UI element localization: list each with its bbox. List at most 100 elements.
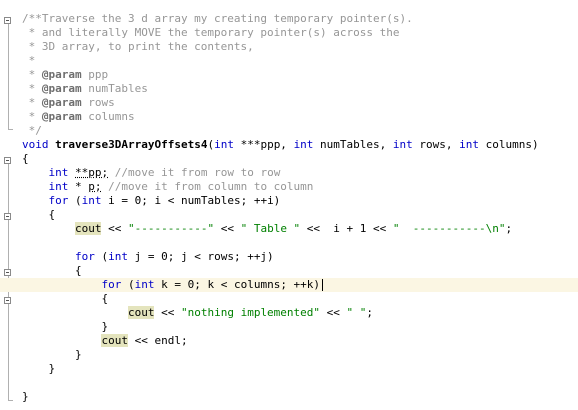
param-tag: @param bbox=[41, 110, 82, 123]
fold-toggle-for-k[interactable] bbox=[4, 297, 11, 304]
indent bbox=[22, 334, 101, 347]
indent bbox=[22, 250, 75, 263]
brace: { bbox=[22, 152, 29, 165]
brace: } bbox=[74, 348, 82, 361]
indent bbox=[22, 222, 75, 235]
code-line[interactable]: * bbox=[22, 54, 36, 68]
brace: } bbox=[48, 362, 56, 375]
indent bbox=[22, 166, 49, 179]
doc-star: * bbox=[22, 82, 42, 95]
keyword: for bbox=[74, 250, 95, 263]
code-line[interactable]: * 3D array, to print the contents, bbox=[22, 40, 254, 54]
loop-header: j = 0; j < rows; ++j) bbox=[127, 250, 274, 263]
fold-toggle-for-i[interactable] bbox=[4, 213, 11, 220]
keyword: int bbox=[48, 166, 69, 179]
function-name: traverse3DArrayOffsets4 bbox=[55, 138, 208, 151]
fold-end bbox=[8, 129, 13, 130]
keyword: int bbox=[293, 138, 314, 151]
param: numTables, bbox=[313, 138, 393, 151]
identifier-cout: cout bbox=[101, 334, 128, 347]
keyword: int bbox=[81, 194, 102, 207]
code-line[interactable]: cout << "-----------" << " Table " << i … bbox=[22, 222, 512, 236]
keyword: int bbox=[459, 138, 480, 151]
punct: * bbox=[75, 180, 89, 193]
indent bbox=[22, 278, 101, 291]
operator: << bbox=[320, 306, 347, 319]
code-line[interactable]: cout << endl; bbox=[22, 334, 188, 348]
indent bbox=[22, 320, 101, 333]
code-line[interactable]: * @param ppp bbox=[22, 68, 109, 82]
code-line[interactable]: { bbox=[22, 152, 29, 166]
param: columns) bbox=[479, 138, 539, 151]
code-line[interactable]: for (int i = 0; i < numTables; ++i) bbox=[22, 194, 281, 208]
code-line[interactable]: cout << "nothing implemented" << " "; bbox=[22, 306, 373, 320]
doc-comment: /**Traverse the 3 d array my creating te… bbox=[22, 12, 413, 25]
param: rows, bbox=[412, 138, 460, 151]
expression: i + 1 << bbox=[326, 222, 393, 235]
string-literal: " Table " bbox=[240, 222, 301, 235]
indent bbox=[22, 348, 75, 361]
code-line[interactable]: { bbox=[22, 292, 108, 306]
operator: << bbox=[300, 222, 327, 235]
param-tag: @param bbox=[41, 82, 82, 95]
doc-comment: * 3D array, to print the contents, bbox=[22, 40, 254, 53]
code-line[interactable]: void traverse3DArrayOffsets4(int ***ppp,… bbox=[22, 138, 539, 152]
indent bbox=[22, 208, 49, 221]
doc-star: * bbox=[22, 110, 42, 123]
brace: { bbox=[48, 208, 56, 221]
code-line[interactable]: } bbox=[22, 390, 29, 404]
doc-star: * bbox=[22, 96, 42, 109]
loop-header: k = 0; k < columns; ++k) bbox=[154, 278, 321, 291]
code-line[interactable]: * @param rows bbox=[22, 96, 115, 110]
doc-comment: * bbox=[22, 54, 36, 67]
param-tag: @param bbox=[41, 68, 82, 81]
current-line[interactable]: for (int k = 0; k < columns; ++k) bbox=[0, 278, 578, 292]
keyword: for bbox=[48, 194, 69, 207]
code-line[interactable]: int * p; //move it from column to column bbox=[22, 180, 314, 194]
string-literal: " " bbox=[346, 306, 367, 319]
keyword: int bbox=[108, 250, 128, 263]
code-line[interactable]: } bbox=[22, 348, 82, 362]
code-line[interactable]: */ bbox=[22, 124, 42, 138]
fold-toggle-comment[interactable] bbox=[4, 17, 11, 24]
code-line[interactable]: * and literally MOVE the temporary point… bbox=[22, 26, 400, 40]
punct: ; bbox=[366, 306, 374, 319]
indent bbox=[22, 194, 49, 207]
code-line[interactable]: { bbox=[22, 264, 82, 278]
fold-toggle-function[interactable] bbox=[4, 157, 11, 164]
code-line[interactable]: for (int j = 0; j < rows; ++j) bbox=[22, 250, 274, 264]
code-line[interactable]: /**Traverse the 3 d array my creating te… bbox=[22, 12, 413, 26]
operator: << bbox=[214, 222, 241, 235]
variable: **pp; bbox=[75, 166, 109, 179]
fold-toggle-for-j[interactable] bbox=[4, 269, 11, 276]
code-line[interactable]: int **pp; //move it from row to row bbox=[22, 166, 281, 180]
string-literal: " -----------\n" bbox=[392, 222, 506, 235]
string-literal: "nothing implemented" bbox=[180, 306, 321, 319]
doc-comment: * and literally MOVE the temporary point… bbox=[22, 26, 400, 39]
identifier-cout: cout bbox=[74, 222, 102, 235]
keyword: int bbox=[134, 278, 155, 291]
keyword: int bbox=[392, 138, 413, 151]
code-line[interactable]: * @param numTables bbox=[22, 82, 148, 96]
code-line[interactable]: * @param columns bbox=[22, 110, 135, 124]
punct: ( bbox=[94, 250, 109, 263]
operator: << bbox=[154, 306, 181, 319]
code-line[interactable]: { bbox=[22, 208, 56, 222]
string-literal: "-----------" bbox=[127, 222, 215, 235]
keyword: void bbox=[22, 138, 49, 151]
loop-header: i = 0; i < numTables; ++i) bbox=[101, 194, 281, 207]
keyword: int bbox=[214, 138, 234, 151]
brace: } bbox=[101, 320, 109, 333]
expression: << endl; bbox=[127, 334, 188, 347]
operator: << bbox=[101, 222, 128, 235]
punct: ( bbox=[207, 138, 215, 151]
indent bbox=[22, 292, 101, 305]
brace: { bbox=[74, 264, 82, 277]
punct: ; bbox=[505, 222, 513, 235]
param-tag: @param bbox=[41, 96, 82, 109]
indent bbox=[22, 306, 128, 319]
code-line[interactable]: } bbox=[22, 362, 56, 376]
text-caret bbox=[322, 279, 324, 291]
code-line[interactable]: } bbox=[22, 320, 108, 334]
